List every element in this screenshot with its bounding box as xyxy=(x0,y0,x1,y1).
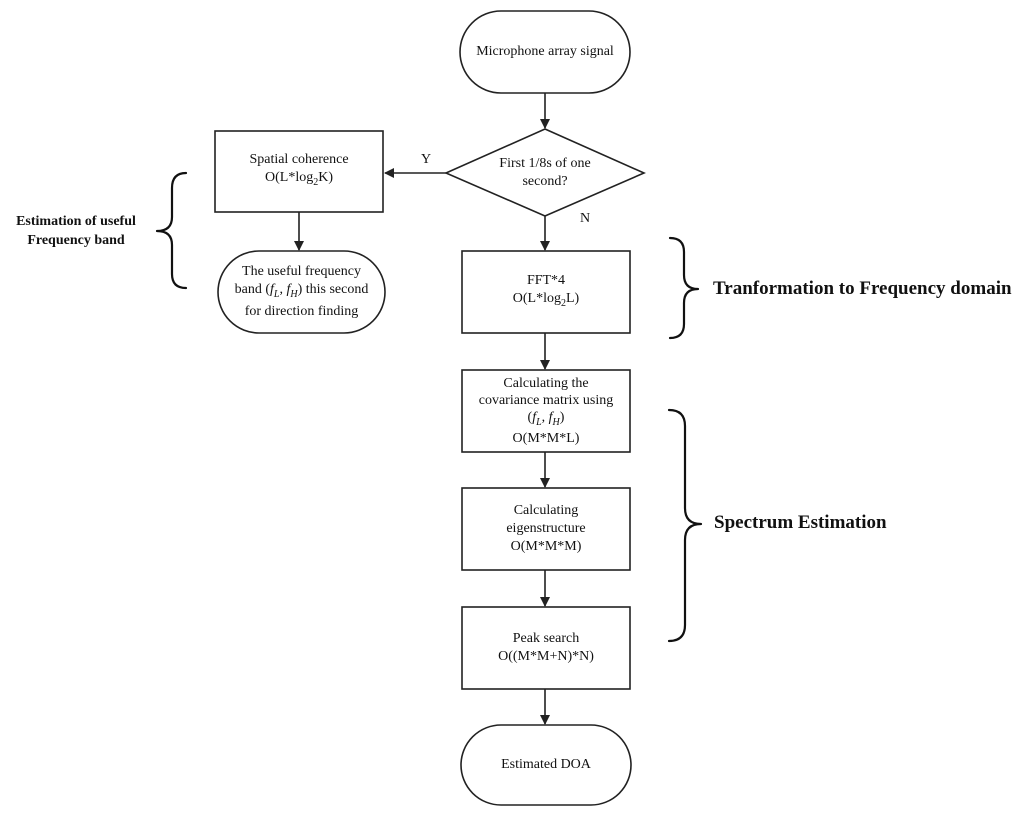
peak-search-text: Peak search O((M*M+N)*N) xyxy=(462,607,630,689)
useful-band-terminal xyxy=(217,250,386,334)
covariance-line-3: (fL, fH) xyxy=(528,409,565,431)
peak-complexity: O((M*M+N)*N) xyxy=(498,649,594,664)
covariance-sep: , xyxy=(541,409,549,425)
no-label: N xyxy=(580,211,591,226)
decision-line-1: First 1/8s of one xyxy=(499,156,591,171)
decision-text: First 1/8s of one second? xyxy=(470,150,620,196)
decision-line-2: second? xyxy=(522,174,568,189)
covariance-open: ( xyxy=(527,409,533,425)
fft-complexity-prefix: O(L*log xyxy=(512,290,561,306)
fft-box xyxy=(461,250,631,334)
useful-band-fh-sub: H xyxy=(290,288,298,300)
useful-band-line-3: for direction finding xyxy=(244,304,359,320)
covariance-text: Calculating the covariance matrix using … xyxy=(462,370,630,452)
covariance-complexity: O(M*M*L) xyxy=(512,431,580,447)
covariance-fl: f xyxy=(532,409,537,425)
covariance-line-1: Calculating the xyxy=(503,375,589,391)
spatial-complexity-prefix: O(L*log xyxy=(265,170,314,186)
fft-complexity-suffix: L) xyxy=(566,290,580,306)
peak-search-box xyxy=(461,606,631,690)
covariance-box xyxy=(461,369,631,453)
spatial-complexity-sub: 2 xyxy=(313,176,319,188)
useful-band-fh: f xyxy=(286,281,291,297)
yes-label: Y xyxy=(421,152,432,167)
spectrum-brace xyxy=(667,408,703,643)
start-label: Microphone array signal xyxy=(476,44,614,59)
eigen-complexity: O(M*M*M) xyxy=(510,539,582,554)
spectrum-group-label: Spectrum Estimation xyxy=(714,512,887,533)
spatial-coherence-box xyxy=(214,130,384,213)
end-label: Estimated DOA xyxy=(501,757,591,772)
spatial-coherence-complexity: O(L*log2K) xyxy=(265,169,333,192)
start-terminal-text: Microphone array signal xyxy=(460,11,630,93)
useful-band-sep: , xyxy=(279,281,287,297)
fft-complexity-sub: 2 xyxy=(561,297,566,309)
covariance-fh: f xyxy=(548,409,553,425)
useful-band-line-2-post: ) this second xyxy=(297,281,369,297)
spatial-complexity-suffix: K) xyxy=(318,170,333,186)
fft-complexity: O(L*log2L) xyxy=(513,290,579,313)
covariance-fl-sub: L xyxy=(536,416,542,428)
useful-band-line-2: band (fL, fH) this second xyxy=(235,281,369,304)
fft-label: FFT*4 xyxy=(526,272,566,288)
covariance-close: ) xyxy=(559,409,565,425)
covariance-fh-sub: H xyxy=(552,416,560,428)
useful-band-group-line-2: Frequency band xyxy=(27,233,125,248)
useful-band-fl-sub: L xyxy=(273,288,280,300)
spatial-coherence-label: Spatial coherence xyxy=(249,152,349,168)
eigenstructure-box xyxy=(461,487,631,571)
useful-band-group-line-1: Estimation of useful xyxy=(16,214,136,229)
end-terminal xyxy=(460,724,632,806)
peak-label: Peak search xyxy=(512,631,580,646)
eigenstructure-text: Calculating eigenstructure O(M*M*M) xyxy=(462,488,630,570)
useful-band-line-1: The useful frequency xyxy=(242,263,361,279)
covariance-line-2: covariance matrix using xyxy=(478,392,614,408)
transform-brace xyxy=(668,236,700,340)
useful-band-group-label: Estimation of useful Frequency band xyxy=(6,212,146,250)
end-terminal-text: Estimated DOA xyxy=(461,725,631,805)
left-brace xyxy=(155,171,188,290)
fft-text: FFT*4 O(L*log2L) xyxy=(462,251,630,333)
useful-band-text: The useful frequency band (fL, fH) this … xyxy=(218,251,385,333)
useful-band-fl: f xyxy=(270,281,274,297)
useful-band-line-2-pre: band ( xyxy=(234,281,271,297)
transform-group-label: Tranformation to Frequency domain xyxy=(713,278,1012,299)
eigen-line-1: Calculating xyxy=(513,503,579,518)
eigen-line-2: eigenstructure xyxy=(506,521,586,536)
spatial-coherence-text: Spatial coherence O(L*log2K) xyxy=(215,131,383,212)
